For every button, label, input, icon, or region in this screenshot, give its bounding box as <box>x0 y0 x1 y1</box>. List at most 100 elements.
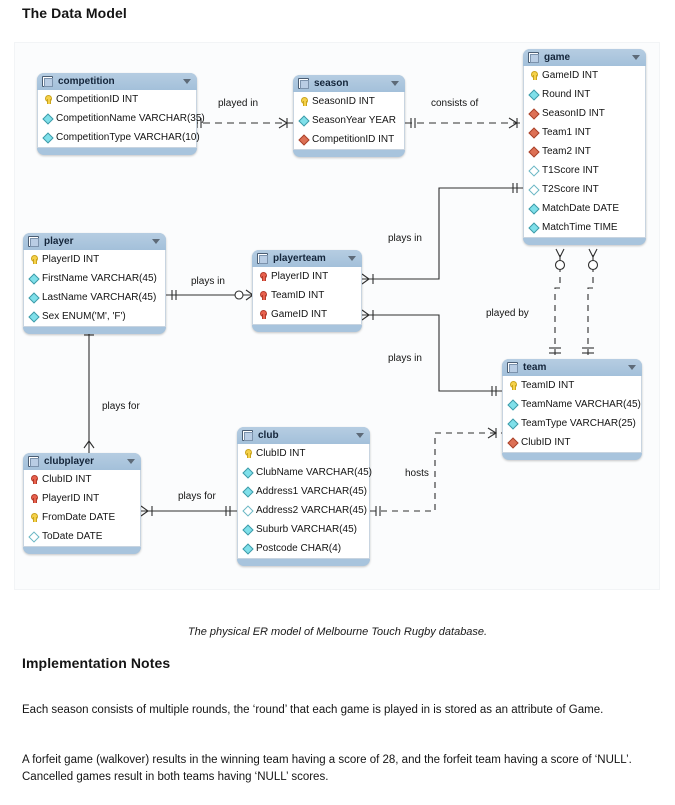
chevron-down-icon[interactable] <box>127 459 135 464</box>
er-column-label: Sex ENUM('M', 'F') <box>42 311 126 322</box>
foreign-key-icon <box>529 108 538 119</box>
er-column-label: Suburb VARCHAR(45) <box>256 524 357 535</box>
er-table-header-playerteam[interactable]: playerteam <box>252 250 362 267</box>
primary-foreign-key-icon <box>258 271 267 282</box>
chevron-down-icon[interactable] <box>632 55 640 60</box>
er-column-label: TeamID INT <box>521 380 575 391</box>
er-column-label: TeamID INT <box>271 290 325 301</box>
er-column[interactable]: TeamID INT <box>253 286 361 305</box>
er-column-label: Team2 INT <box>542 146 591 157</box>
er-column[interactable]: Address1 VARCHAR(45) <box>238 482 369 501</box>
er-column[interactable]: SeasonYear YEAR <box>294 111 404 130</box>
er-column[interactable]: T2Score INT <box>524 180 645 199</box>
er-table-header-clubplayer[interactable]: clubplayer <box>23 453 141 470</box>
er-column[interactable]: FirstName VARCHAR(45) <box>24 269 165 288</box>
er-column-label: T1Score INT <box>542 165 599 176</box>
er-column[interactable]: Sex ENUM('M', 'F') <box>24 307 165 326</box>
er-column[interactable]: MatchDate DATE <box>524 199 645 218</box>
nullable-column-icon <box>529 165 538 176</box>
er-table-name: playerteam <box>273 253 326 264</box>
chevron-down-icon[interactable] <box>348 256 356 261</box>
er-column[interactable]: TeamName VARCHAR(45) <box>503 395 641 414</box>
er-column[interactable]: PlayerID INT <box>253 267 361 286</box>
nullable-column-icon <box>529 184 538 195</box>
er-column-label: SeasonYear YEAR <box>312 115 396 126</box>
chevron-down-icon[interactable] <box>183 79 191 84</box>
er-table-header-club[interactable]: club <box>237 427 370 444</box>
er-column[interactable]: Team2 INT <box>524 142 645 161</box>
er-table-header-game[interactable]: game <box>523 49 646 66</box>
er-column[interactable]: TeamID INT <box>503 376 641 395</box>
chevron-down-icon[interactable] <box>356 433 364 438</box>
er-column[interactable]: ClubID INT <box>503 433 641 452</box>
er-column[interactable]: TeamType VARCHAR(25) <box>503 414 641 433</box>
er-table-name: club <box>258 430 279 441</box>
er-column[interactable]: ClubName VARCHAR(45) <box>238 463 372 482</box>
foreign-key-icon <box>529 146 538 157</box>
er-table-header-competition[interactable]: competition <box>37 73 197 90</box>
er-column[interactable]: T1Score INT <box>524 161 645 180</box>
er-column[interactable]: CompetitionType VARCHAR(10) <box>38 128 200 147</box>
er-column[interactable]: SeasonID INT <box>294 92 404 111</box>
er-table-columns-playerteam: PlayerID INT TeamID INT GameID INT <box>252 267 362 325</box>
chevron-down-icon[interactable] <box>152 239 160 244</box>
er-column-label: FirstName VARCHAR(45) <box>42 273 157 284</box>
er-column[interactable]: Postcode CHAR(4) <box>238 539 369 558</box>
er-column[interactable]: LastName VARCHAR(45) <box>24 288 165 307</box>
er-column[interactable]: SeasonID INT <box>524 104 645 123</box>
primary-key-icon <box>243 448 252 459</box>
er-column[interactable]: CompetitionID INT <box>294 130 404 149</box>
foreign-key-icon <box>299 134 308 145</box>
page-title-implementation-notes: Implementation Notes <box>22 655 171 671</box>
er-table-header-team[interactable]: team <box>502 359 642 376</box>
chevron-down-icon[interactable] <box>628 365 636 370</box>
er-column[interactable]: Team1 INT <box>524 123 645 142</box>
er-column[interactable]: ClubID INT <box>238 444 369 463</box>
table-icon <box>528 52 539 63</box>
er-table-columns-club: ClubID INT ClubName VARCHAR(45) Address1 V… <box>237 444 372 559</box>
column-icon <box>243 543 252 554</box>
er-column[interactable]: ClubID INT <box>24 470 140 489</box>
er-column[interactable]: PlayerID INT <box>24 489 140 508</box>
implementation-paragraph-1: Each season consists of multiple rounds,… <box>22 703 604 716</box>
column-icon <box>529 89 538 100</box>
er-column[interactable]: GameID INT <box>524 66 645 85</box>
er-column[interactable]: Suburb VARCHAR(45) <box>238 520 369 539</box>
er-column[interactable]: GameID INT <box>253 305 361 324</box>
er-column[interactable]: MatchTime TIME <box>524 218 645 237</box>
er-column[interactable]: FromDate DATE <box>24 508 140 527</box>
er-column-label: ClubID INT <box>256 448 306 459</box>
er-column[interactable]: PlayerID INT <box>24 250 165 269</box>
er-column[interactable]: CompetitionName VARCHAR(35) <box>38 109 205 128</box>
er-column-label: MatchTime TIME <box>542 222 618 233</box>
primary-key-icon <box>29 512 38 523</box>
er-table-header-player[interactable]: player <box>23 233 166 250</box>
er-table-name: team <box>523 362 547 373</box>
chevron-down-icon[interactable] <box>391 81 399 86</box>
er-column-label: Postcode CHAR(4) <box>256 543 342 554</box>
er-column-label: T2Score INT <box>542 184 599 195</box>
er-column[interactable]: Address2 VARCHAR(45) <box>238 501 369 520</box>
er-table-name: season <box>314 78 349 89</box>
er-table-header-season[interactable]: season <box>293 75 405 92</box>
primary-foreign-key-icon <box>29 474 38 485</box>
er-column-label: ClubName VARCHAR(45) <box>256 467 372 478</box>
column-icon <box>43 132 52 143</box>
er-column[interactable]: Round INT <box>524 85 645 104</box>
er-table-name: clubplayer <box>44 456 95 467</box>
er-column[interactable]: CompetitionID INT <box>38 90 196 109</box>
primary-key-icon <box>29 254 38 265</box>
primary-key-icon <box>43 94 52 105</box>
primary-foreign-key-icon <box>258 309 267 320</box>
er-column[interactable]: ToDate DATE <box>24 527 140 546</box>
